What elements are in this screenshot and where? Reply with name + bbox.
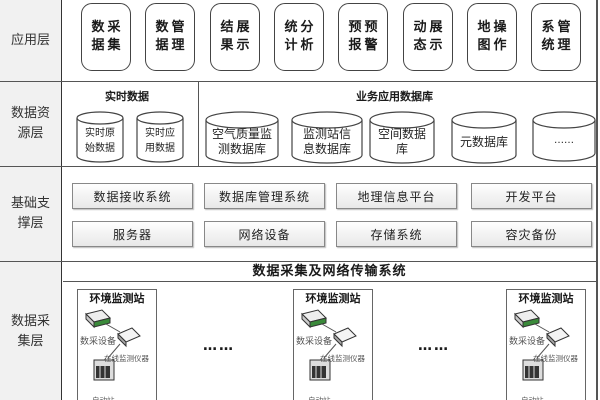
online-monitor-icon [117,327,141,348]
cylinder-icon [76,111,124,163]
data-resource-layer-body: 实时数据 业务应用数据库 实时原始数据 实时应用数据 空气质量监测数据库 监测站… [63,82,598,166]
acquisition-title: 数据采集及网络传输系统 [63,262,596,282]
system-gis-platform: 地理信息平台 [336,183,457,209]
system-storage: 存储系统 [336,221,457,247]
module-system-management: 系统管理 [531,3,581,71]
realtime-data-title: 实时数据 [105,90,149,103]
auto-station-icon [522,359,544,381]
db-realtime-application: 实时应用数据 [136,110,184,164]
cylinder-icon [451,111,517,164]
ellipsis: …… [418,338,450,354]
module-dynamic-display: 动态展示 [403,3,453,71]
db-station-info: 监测站信息数据库 [291,110,363,164]
station-devices-icon [514,309,570,381]
cylinder-icon [369,111,435,164]
section-divider [198,82,200,166]
ellipsis: …… [203,338,235,354]
module-data-management: 数据管理 [145,3,195,71]
system-dev-platform: 开发平台 [471,183,592,209]
application-layer-label: 应用层 [0,0,62,81]
monitoring-station: 环境监测站 数采设备 在线监测仪器 自动站 [77,289,157,400]
auto-station-icon [93,359,115,381]
acquisition-layer-label: 数据采集层 [0,262,62,400]
online-monitor-icon [546,327,570,348]
data-collector-icon [514,309,540,329]
business-db-title: 业务应用数据库 [356,90,433,103]
cylinder-icon [291,111,363,164]
system-disaster-backup: 容灾备份 [471,221,592,247]
station-devices-icon [85,309,141,381]
data-collector-icon [85,309,111,329]
data-collector-icon [301,309,327,329]
application-layer-body: 数据采集 数据管理 结果展示 统计分析 预报预警 动态展示 地图操作 系统管理 [63,0,598,81]
monitoring-station: 环境监测站 数采设备 在线监测仪器 自动站 [293,289,373,400]
data-resource-layer: 数据资源层 实时数据 业务应用数据库 实时原始数据 实时应用数据 空气质量监测数… [0,82,598,167]
module-forecast-warning: 预报预警 [338,3,388,71]
acquisition-layer-body: 数据采集及网络传输系统 环境监测站 数采设备 在线监测仪器 自动站 …… 环境监… [63,262,598,400]
online-monitor-icon [333,327,357,348]
db-spatial: 空间数据库 [369,110,435,164]
db-metadata: 元数据库 [451,110,517,164]
data-resource-layer-label: 数据资源层 [0,82,62,166]
module-map-operation: 地图操作 [467,3,517,71]
acquisition-layer: 数据采集层 数据采集及网络传输系统 环境监测站 数采设备 在线监测仪器 自动站 … [0,262,598,400]
system-dbms: 数据库管理系统 [204,183,325,209]
auto-station-icon [309,359,331,381]
cylinder-icon [136,111,184,163]
db-more: …… [532,110,596,162]
system-server: 服务器 [72,221,193,247]
system-data-receiving: 数据接收系统 [72,183,193,209]
cylinder-icon [205,111,279,164]
base-support-layer: 基础支撑层 数据接收系统 数据库管理系统 地理信息平台 开发平台 服务器 网络设… [0,167,598,262]
base-support-layer-label: 基础支撑层 [0,167,62,261]
db-realtime-raw: 实时原始数据 [76,110,124,164]
monitoring-station: 环境监测站 数采设备 在线监测仪器 自动站 [506,289,586,400]
station-devices-icon [301,309,357,381]
cylinder-icon [532,111,596,162]
application-layer: 应用层 数据采集 数据管理 结果展示 统计分析 预报预警 动态展示 地图操作 系… [0,0,598,82]
module-statistics: 统计分析 [274,3,324,71]
system-network-equipment: 网络设备 [204,221,325,247]
db-air-quality: 空气质量监测数据库 [205,110,279,164]
base-support-layer-body: 数据接收系统 数据库管理系统 地理信息平台 开发平台 服务器 网络设备 存储系统… [63,167,598,261]
module-result-display: 结果展示 [210,3,260,71]
module-data-collection: 数据采集 [81,3,131,71]
